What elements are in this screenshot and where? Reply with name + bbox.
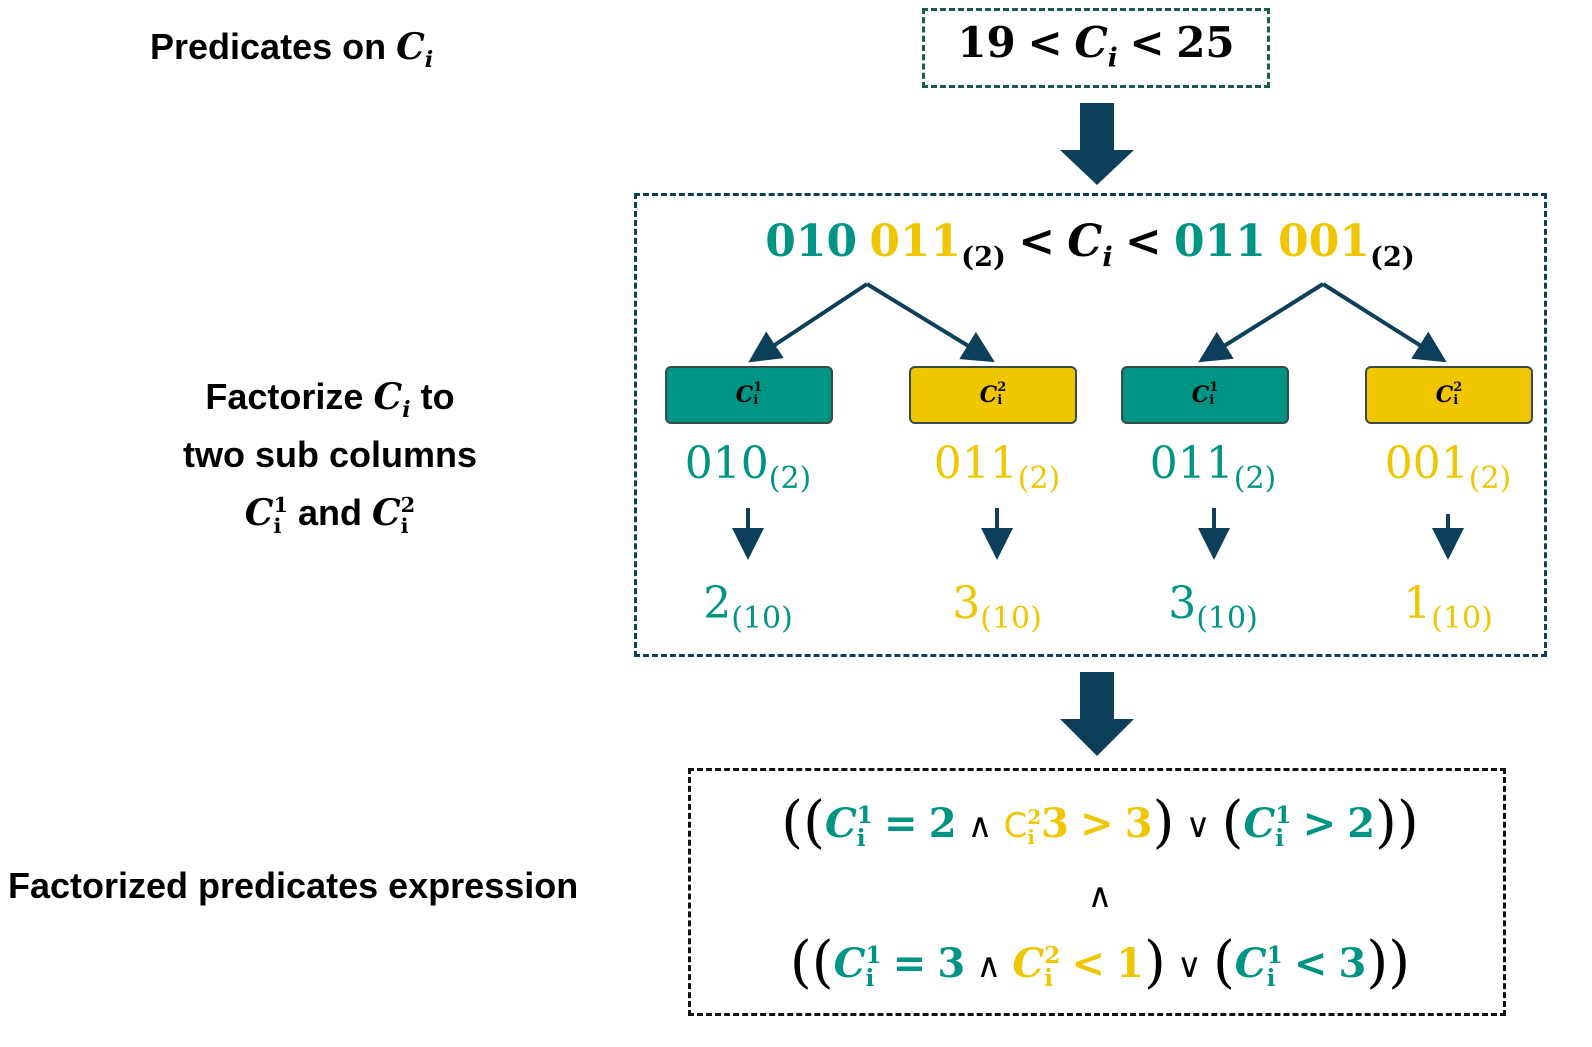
paren: ( [1221, 790, 1244, 855]
decimal-value-4: 1(10) [1403, 578, 1493, 636]
or-symbol: ∨ [1185, 806, 1211, 846]
label-and-word: and [297, 492, 362, 533]
binary-value-2: 011(2) [933, 438, 1061, 496]
lt-symbol: < [1124, 216, 1162, 267]
value: 3 [1041, 800, 1069, 847]
lt-symbol: < [1018, 216, 1056, 267]
expression-and: ∧ [690, 872, 1510, 917]
label-predicates-on: Predicates on Ci [150, 26, 480, 74]
paren: ) [1152, 790, 1175, 855]
symbol-ci: Ci [1067, 216, 1113, 273]
paren: ( [1212, 930, 1235, 995]
binary-predicate: 010 011(2) < Ci < 011 001(2) [640, 216, 1540, 273]
eq-symbol: = [884, 800, 918, 847]
binary-value-4: 001(2) [1384, 438, 1512, 496]
value: 3 [937, 940, 966, 987]
and-symbol: ∧ [976, 946, 1002, 986]
lt-symbol: < [1293, 940, 1328, 987]
big-down-arrow-1 [1060, 103, 1134, 185]
tree-arrow-left-b [865, 282, 995, 363]
label-factorize-line1: Factorize Ci to [130, 368, 530, 426]
symbol-ci: Ci [396, 26, 434, 74]
tree-arrow-right-a [1198, 282, 1325, 363]
and-symbol: ∧ [1087, 876, 1113, 916]
paren: (( [789, 930, 834, 995]
lt-symbol: < [1129, 18, 1165, 67]
tree-arrow-right-b [1321, 282, 1447, 363]
tree-arrow-left-a [748, 282, 869, 363]
label-two-sub-columns: two sub columns [182, 434, 477, 475]
paren: (( [781, 790, 825, 855]
label-factorize-word: Factorize [205, 376, 364, 417]
symbol-ci: Ci [373, 376, 411, 424]
binary-value-3: 011(2) [1149, 438, 1277, 496]
or-symbol: ∨ [1176, 946, 1202, 986]
paren: ) [1143, 930, 1166, 995]
value: 3 [1124, 800, 1153, 847]
label-to-word: to [420, 376, 455, 417]
paren: )) [1366, 930, 1411, 995]
top-predicate-text: 19 < Ci < 25 [922, 18, 1270, 74]
gt-symbol: > [1302, 800, 1337, 847]
paren: )) [1375, 790, 1419, 855]
symbol-ci: Ci [1074, 18, 1118, 74]
decimal-value-3: 3(10) [1168, 578, 1258, 636]
value-19: 19 [957, 18, 1016, 67]
value: 2 [1347, 800, 1376, 847]
binary-high-low-bits: 001 [1278, 216, 1370, 267]
gt-symbol: > [1080, 800, 1114, 847]
value: 2 [928, 800, 957, 847]
label-predicates-text: Predicates on [150, 26, 387, 67]
value: 1 [1116, 940, 1144, 987]
base-2: (2) [961, 240, 1006, 273]
top-predicate-box [922, 8, 1270, 88]
big-down-arrow-2 [1060, 672, 1134, 756]
binary-low-high-bits: 010 [765, 216, 858, 267]
and-symbol: ∧ [967, 806, 993, 846]
expression-box [688, 768, 1506, 1016]
label-factorized-expression: Factorized predicates expression [8, 865, 579, 906]
binary-low-low-bits: 011 [869, 216, 962, 267]
factorize-box [634, 193, 1547, 657]
lt-symbol: < [1071, 940, 1105, 987]
decimal-value-2: 3(10) [952, 578, 1042, 636]
decimal-value-1: 2(10) [703, 578, 793, 636]
value-25: 25 [1176, 18, 1235, 67]
binary-high-high-bits: 011 [1174, 216, 1266, 267]
value: 3 [1338, 940, 1367, 987]
base-2: (2) [1369, 240, 1415, 273]
binary-value-1: 010(2) [684, 438, 812, 496]
eq-symbol: = [892, 940, 927, 987]
lt-symbol: < [1027, 18, 1063, 67]
